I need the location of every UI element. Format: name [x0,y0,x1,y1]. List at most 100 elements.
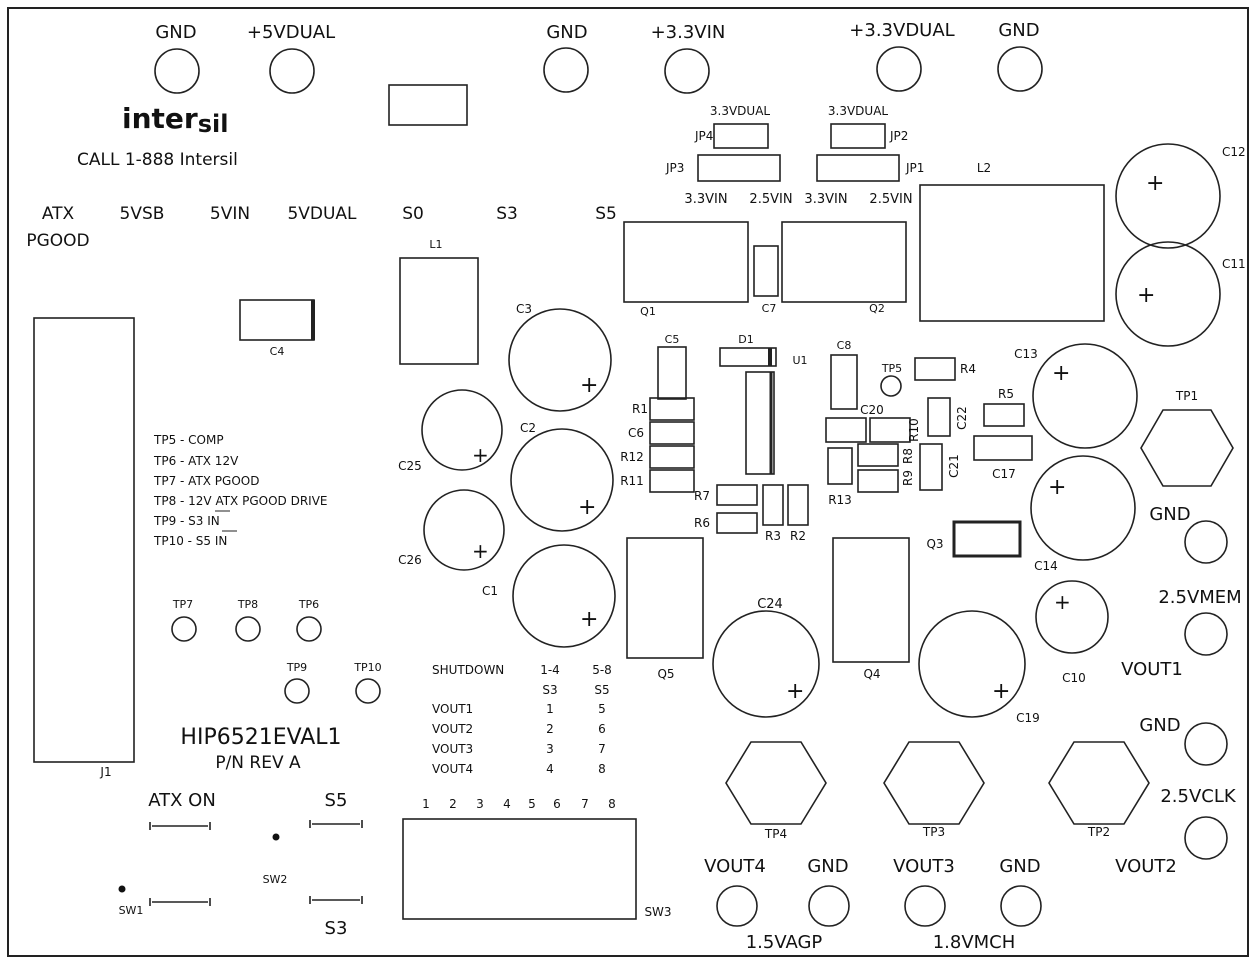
refdes-label: L2 [977,161,991,175]
testpoint-tp1[interactable] [1140,409,1234,487]
gnd-terminal[interactable] [543,47,589,93]
refdes-label: D1 [738,333,753,346]
testpoint-tp3[interactable] [883,741,985,825]
sw3-number: 4 [503,797,511,811]
testpoint-tp7[interactable] [171,616,197,642]
plus-mark: + [580,373,598,398]
shutdown-row-a: 1 [546,702,554,716]
refdes-label: R3 [765,529,781,543]
resistor-r10 [927,397,951,437]
shutdown-row-b: 8 [598,762,606,776]
3v3dual-terminal[interactable] [876,46,922,92]
2v5mem-terminal[interactable] [1184,612,1228,656]
resistor-r5 [983,403,1025,427]
resistor-r12 [649,445,695,469]
shutdown-col1: 1-4 [540,663,560,677]
testpoint-tp9[interactable] [284,678,310,704]
capacitor-c4 [239,299,315,341]
capacitor-c11 [1115,241,1221,347]
refdes-label: TP2 [1087,825,1110,839]
shutdown-col2: 5-8 [592,663,612,677]
jp3-left-label: 3.3VIN [684,192,727,207]
vout3-label: VOUT3 [893,856,955,877]
refdes-label: C7 [762,302,777,315]
refdes-label: C20 [860,403,884,417]
led-label-5vsb: 5VSB [120,204,165,224]
connector-j1 [33,317,135,763]
gnd-label: GND [155,22,196,43]
testpoint-tp6[interactable] [296,616,322,642]
testpoint-tp5[interactable] [880,375,902,397]
capacitor-c13 [1032,343,1138,449]
refdes-label: R12 [620,450,644,464]
2v5clk-label: 2.5VCLK [1160,786,1237,807]
vout4-terminal[interactable] [716,885,758,927]
shutdown-row-name: VOUT1 [432,702,473,716]
sw2-pin1-dot [272,833,280,841]
refdes-label: TP8 [237,598,258,611]
gnd-terminal[interactable] [1184,722,1228,766]
resistor-r9 [857,469,899,493]
refdes-label: C14 [1034,559,1058,573]
jumper-jp1[interactable] [816,154,900,182]
resistor-r13 [827,447,853,485]
jumper-jp4[interactable] [713,123,769,149]
gnd-terminal[interactable] [1000,885,1042,927]
shutdown-row-a: 3 [546,742,554,756]
jumper-jp2[interactable] [830,123,886,149]
refdes-label: SW3 [644,905,671,919]
tp-legend-line: TP8 - 12V ATX PGOOD DRIVE [153,494,327,508]
refdes-label: SW1 [119,904,144,917]
plus-mark: + [1137,283,1155,308]
plus-mark: + [472,443,489,467]
dip-switch-sw3[interactable] [402,818,637,920]
mosfet-q5 [626,537,704,659]
3v3in-terminal[interactable] [664,48,710,94]
shutdown-table: VOUT1 1 5 VOUT2 2 6 VOUT3 3 7 VOUT4 4 8 [432,702,606,776]
capacitor-c1 [512,544,616,648]
testpoint-tp4[interactable] [725,741,827,825]
jumper-jp3[interactable] [697,154,781,182]
jp4-top-label: 3.3VDUAL [710,104,771,118]
3v3in-terminal-label: +3.3VIN [651,22,726,43]
capacitor-c6 [649,421,695,445]
refdes-label: R5 [998,387,1014,401]
sw3-number: 8 [608,797,616,811]
testpoint-tp2[interactable] [1048,741,1150,825]
vout3-terminal[interactable] [904,885,946,927]
refdes-label: R8 [901,448,915,464]
refdes-label: C8 [837,339,852,352]
gnd-terminal[interactable] [808,885,850,927]
led-label-s3: S3 [496,204,518,224]
2v5clk-terminal[interactable] [1184,816,1228,860]
resistor-r3 [762,484,784,526]
testpoint-tp8[interactable] [235,616,261,642]
switch-sw1[interactable] [149,822,211,906]
capacitor-c20b [869,417,911,443]
led-label-5vin: 5VIN [210,204,250,224]
gnd-terminal[interactable] [1184,520,1228,564]
refdes-label: L1 [429,238,442,251]
capacitor-c26 [423,489,505,571]
refdes-label: C10 [1062,671,1086,685]
gnd-terminal[interactable] [154,48,200,94]
switch-sw2[interactable] [309,820,363,904]
inductor-l1 [399,257,479,365]
tp-legend-line: TP10 - S5 IN [153,534,227,548]
refdes-label: C19 [1016,711,1040,725]
capacitor-c12 [1115,143,1221,249]
refdes-label: C2 [520,421,536,435]
sw3-number: 2 [449,797,457,811]
plus-mark: + [472,539,489,563]
shutdown-row-b: 6 [598,722,606,736]
gnd-terminal[interactable] [997,46,1043,92]
capacitor-c19 [918,610,1026,718]
tp-legend-line: TP9 - S3 IN [153,514,220,528]
inductor-l2 [919,184,1105,322]
atx-on-label: ATX ON [148,790,216,811]
5vdual-terminal[interactable] [269,48,315,94]
capacitor-c20 [825,417,867,443]
transistor-q3 [952,520,1022,558]
shutdown-row-a: 2 [546,722,554,736]
testpoint-tp10[interactable] [355,678,381,704]
